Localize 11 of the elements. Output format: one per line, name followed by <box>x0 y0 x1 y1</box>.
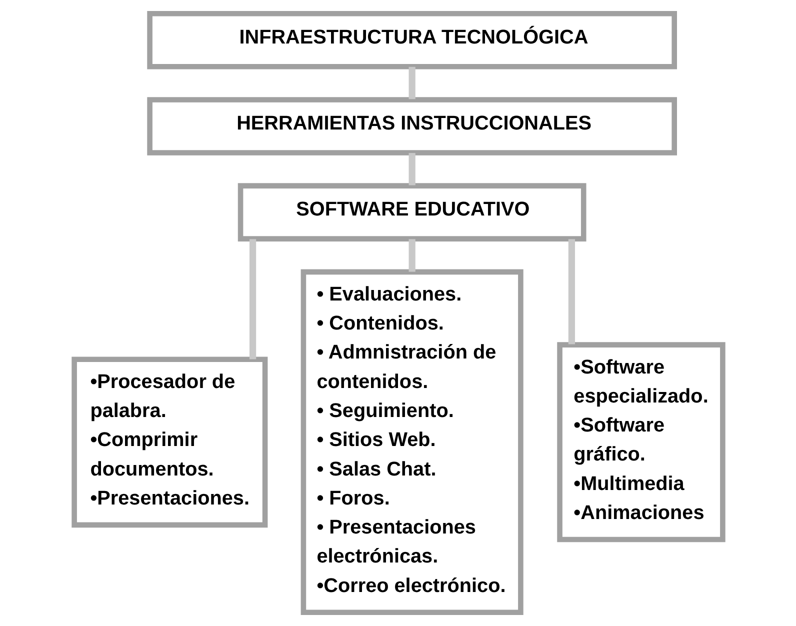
node-box: SOFTWARE EDUCATIVO <box>237 183 586 242</box>
connector <box>408 153 415 186</box>
node-box: •Software especializado. •Software gráfico. •Multimedia •Animaciones <box>556 342 725 542</box>
node-box: HERRAMIENTAS INSTRUCCIONALES <box>146 97 676 156</box>
connector <box>248 239 256 360</box>
node-box: INFRAESTRUCTURA TECNOLÓGICA <box>146 10 676 70</box>
node-box: •Procesador de palabra. •Comprimir documentos. •Presentaciones. <box>71 356 268 528</box>
connector <box>568 239 574 344</box>
connector <box>408 239 415 272</box>
node-box: • Evaluaciones. • Contenidos. • Admnistración de contenidos. • Seguimiento. • Sitios Web. • Salas Chat. • Foros. • Presentaciones electrónicas. •Correo electrónico. <box>300 269 523 616</box>
connector <box>408 66 415 100</box>
